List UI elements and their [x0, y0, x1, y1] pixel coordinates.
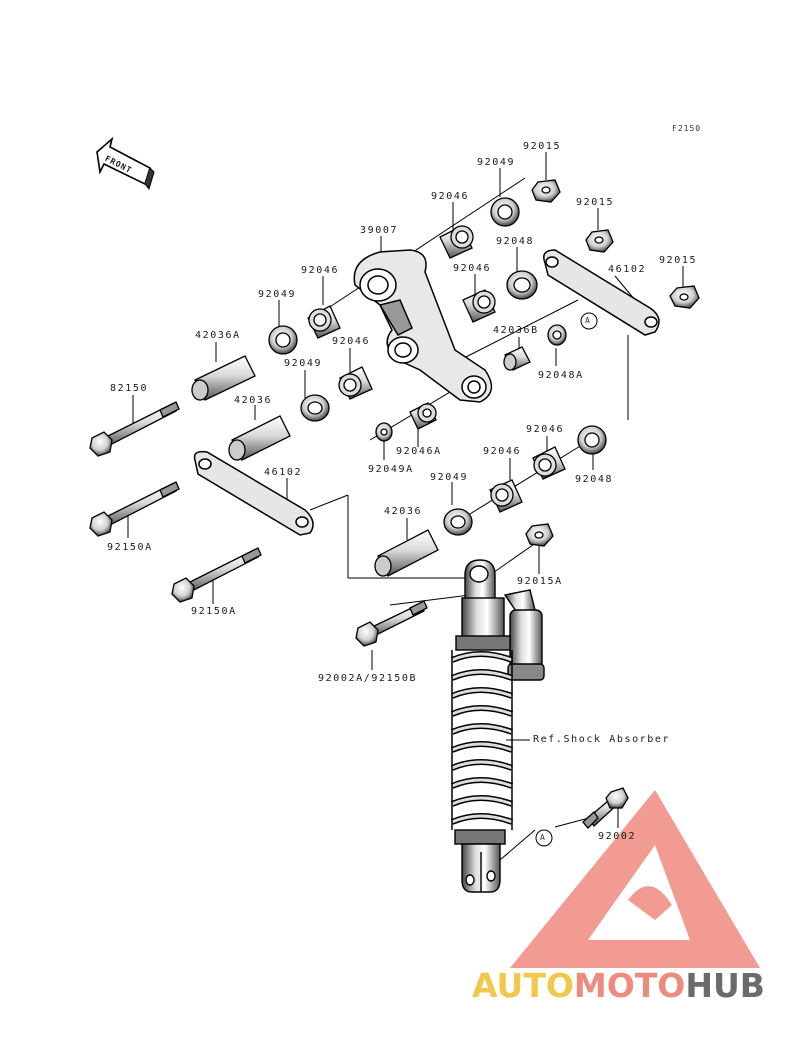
nut-92015-top	[531, 179, 561, 203]
link-plate-46102-right	[543, 249, 660, 336]
label-92150A-upper: 92150A	[107, 542, 153, 553]
nut-92015A	[525, 523, 554, 547]
label-39007: 39007	[360, 225, 399, 236]
sleeve-42036B	[503, 346, 531, 371]
label-42036B: 42036B	[493, 325, 539, 336]
nut-92015-mid	[585, 229, 614, 253]
bearing-92046-center	[338, 366, 373, 400]
callout-a-bottom	[535, 829, 553, 847]
callout-a-top	[580, 312, 598, 330]
link-plate-46102-left	[193, 450, 314, 536]
label-42036A: 42036A	[195, 330, 241, 341]
label-92150A-lower: 92150A	[191, 606, 237, 617]
callout-a-top-letter: A	[585, 316, 591, 325]
bearing-92046-top	[439, 225, 474, 259]
callout-a-bottom-letter: A	[540, 833, 546, 842]
label-42036-left: 42036	[234, 395, 273, 406]
bearing-92046-lower	[489, 479, 523, 513]
label-92048A: 92048A	[538, 370, 584, 381]
label-46102-left: 46102	[264, 467, 303, 478]
label-92049-top: 92049	[477, 157, 516, 168]
rocker-arm-39007	[353, 249, 493, 403]
collar-92049-center	[300, 394, 330, 422]
label-92046-center: 92046	[332, 336, 371, 347]
label-92015A: 92015A	[517, 576, 563, 587]
label-92046A: 92046A	[396, 446, 442, 457]
bearing-92046-mid	[462, 289, 496, 323]
bearing-92046-left	[307, 305, 341, 339]
bearing-92046-low	[532, 446, 566, 480]
label-92046-mid: 92046	[453, 263, 492, 274]
label-42036-low: 42036	[384, 506, 423, 517]
watermark-moto: MOTO	[573, 966, 686, 1005]
label-92049-center: 92049	[284, 358, 323, 369]
label-92002A-92150B: 92002A/92150B	[318, 673, 418, 684]
collar-92049-low	[443, 508, 473, 536]
label-92015-top: 92015	[523, 141, 562, 152]
label-92049A: 92049A	[368, 464, 414, 475]
label-92002: 92002	[598, 831, 637, 842]
sleeve-42036-low	[374, 529, 439, 577]
spring-coils	[450, 651, 514, 825]
sleeve-42036A	[191, 355, 256, 401]
collar-92048-low	[577, 425, 607, 455]
bolt-82150	[89, 401, 180, 457]
watermark-logo: AUTOMOTOHUB	[472, 966, 765, 1005]
label-92046-low: 92046	[526, 424, 565, 435]
nut-92015-right	[669, 285, 700, 309]
label-ref-shock-absorber: Ref.Shock Absorber	[533, 734, 671, 745]
watermark-auto: AUTO	[472, 966, 574, 1005]
sleeve-42036-left	[228, 415, 291, 461]
label-92049-left: 92049	[258, 289, 297, 300]
label-92015-mid: 92015	[576, 197, 615, 208]
watermark-triangle	[510, 790, 760, 968]
label-92046-left: 92046	[301, 265, 340, 276]
collar-92048A	[547, 324, 567, 346]
label-92046-lower: 92046	[483, 446, 522, 457]
collar-92049-top	[490, 197, 520, 227]
collar-92049A	[375, 422, 393, 442]
collar-92048-top	[506, 270, 538, 300]
label-92049-low: 92049	[430, 472, 469, 483]
shock-absorber	[450, 559, 545, 893]
bolt-92150A-upper	[89, 481, 180, 537]
label-82150: 82150	[110, 383, 149, 394]
label-92048-low: 92048	[575, 474, 614, 485]
watermark-hub: HUB	[685, 966, 765, 1005]
label-92048-top: 92048	[496, 236, 535, 247]
collar-92049-left	[268, 325, 298, 355]
front-arrow-icon	[96, 136, 155, 191]
bearing-92046A	[409, 402, 437, 430]
bolt-92150A-lower	[171, 547, 262, 603]
label-92046-top: 92046	[431, 191, 470, 202]
bolt-92002	[582, 787, 629, 829]
bolt-92002A	[355, 600, 428, 647]
figure-code: F2150	[672, 124, 702, 133]
label-92015-right: 92015	[659, 255, 698, 266]
label-46102-right: 46102	[608, 264, 647, 275]
